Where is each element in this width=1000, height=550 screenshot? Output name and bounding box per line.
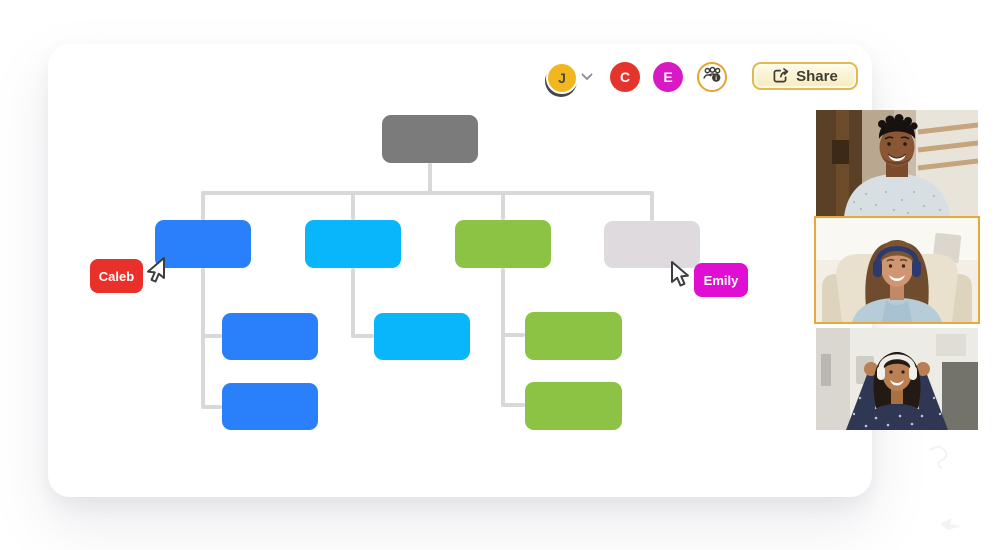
connector-line — [503, 333, 525, 337]
org-node-root[interactable] — [382, 115, 478, 163]
faint-doodle-2 — [936, 510, 966, 541]
org-node-branch-green[interactable] — [455, 220, 551, 268]
avatar-c[interactable]: C — [610, 62, 640, 92]
avatar-initial: J — [558, 70, 566, 86]
connector-line — [351, 193, 355, 220]
connector-line — [501, 268, 505, 407]
svg-text:i: i — [715, 75, 717, 82]
participant-3-video — [816, 328, 978, 430]
org-node-blue-child-2[interactable] — [222, 383, 318, 430]
share-button-label: Share — [796, 67, 838, 85]
connector-line — [501, 193, 505, 220]
video-tile-participant-3[interactable] — [816, 328, 978, 430]
connector-line — [203, 405, 222, 409]
chevron-down-icon[interactable] — [581, 71, 595, 83]
share-button[interactable]: Share — [752, 62, 858, 90]
connector-line — [353, 334, 374, 338]
org-node-branch-cyan[interactable] — [305, 220, 401, 268]
org-node-blue-child-1[interactable] — [222, 313, 318, 360]
connector-line — [503, 403, 525, 407]
connector-line — [650, 193, 654, 221]
share-icon — [772, 68, 789, 84]
cursor-label-caleb: Caleb — [90, 259, 143, 293]
participant-1-video — [816, 110, 978, 217]
connector-line — [201, 193, 205, 220]
org-node-green-child-2[interactable] — [525, 382, 622, 430]
org-node-branch-blue[interactable] — [155, 220, 251, 268]
org-node-branch-lavender[interactable] — [604, 221, 700, 268]
avatar-j[interactable]: J — [546, 62, 578, 94]
avatar-e[interactable]: E — [653, 62, 683, 92]
cursor-label-emily: Emily — [694, 263, 748, 297]
connector-line — [201, 268, 205, 409]
cursor-emily-icon — [669, 260, 693, 293]
connector-line — [203, 334, 222, 338]
cursor-caleb-icon — [143, 256, 167, 289]
avatar-initial: E — [663, 69, 673, 85]
video-tile-participant-1[interactable] — [816, 110, 978, 217]
video-tile-participant-2[interactable] — [816, 218, 978, 322]
connector-line — [351, 268, 355, 338]
connector-line — [201, 191, 654, 195]
group-info-icon: i — [702, 66, 722, 88]
avatar-initial: C — [619, 69, 631, 85]
org-node-cyan-child-1[interactable] — [374, 313, 470, 360]
participant-2-video — [816, 218, 978, 322]
org-node-green-child-1[interactable] — [525, 312, 622, 360]
collaborators-button[interactable]: i — [697, 62, 727, 92]
faint-doodle-1 — [924, 444, 958, 475]
connector-line — [428, 163, 432, 193]
